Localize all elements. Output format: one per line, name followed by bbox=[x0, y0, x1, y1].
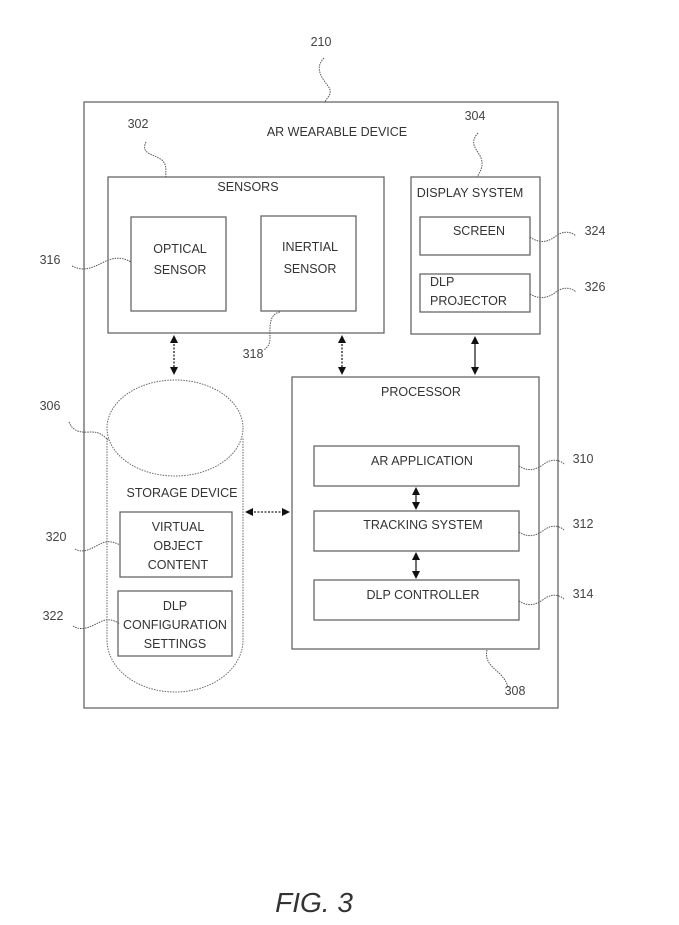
dlp-controller-ref: 314 bbox=[573, 587, 594, 601]
processor-leader bbox=[485, 649, 509, 689]
sensors-label: SENSORS bbox=[217, 180, 278, 194]
dlp-configuration-settings-box bbox=[117, 590, 233, 657]
inertial-sensor-leader bbox=[263, 311, 281, 351]
tracking-system-box bbox=[313, 510, 520, 552]
storage-device-block: STORAGE DEVICE 306 VIRTUAL OBJECT CONTEN… bbox=[40, 379, 244, 693]
dlp-controller-box bbox=[313, 579, 520, 621]
display-system-label: DISPLAY SYSTEM bbox=[417, 186, 524, 200]
storage-ref: 306 bbox=[40, 399, 61, 413]
ar-application-label: AR APPLICATION bbox=[371, 454, 473, 468]
screen-ref: 324 bbox=[585, 224, 606, 238]
device-label: AR WEARABLE DEVICE bbox=[267, 125, 407, 139]
tracking-system-ref: 312 bbox=[573, 517, 594, 531]
storage-label: STORAGE DEVICE bbox=[127, 486, 238, 500]
figure-caption: FIG. 3 bbox=[275, 887, 353, 918]
sensors-block: SENSORS 302 OPTICAL SENSOR 316 INERTIAL … bbox=[40, 117, 385, 361]
virtual-content-line3: CONTENT bbox=[148, 558, 209, 572]
device-ref: 210 bbox=[311, 35, 332, 49]
display-system-block: DISPLAY SYSTEM 304 SCREEN 324 DLP PROJEC… bbox=[410, 109, 606, 335]
storage-leader bbox=[68, 421, 109, 441]
virtual-content-line1: VIRTUAL bbox=[152, 520, 205, 534]
optical-sensor-leader bbox=[71, 257, 132, 270]
dlp-controller-label: DLP CONTROLLER bbox=[367, 588, 480, 602]
processor-ref: 308 bbox=[505, 684, 526, 698]
sensors-frame bbox=[107, 176, 385, 334]
dlp-projector-line1: DLP bbox=[430, 275, 454, 289]
sensors-leader bbox=[144, 141, 167, 178]
virtual-content-ref: 320 bbox=[46, 530, 67, 544]
storage-cylinder-top bbox=[106, 379, 244, 477]
inertial-sensor-box bbox=[260, 215, 357, 312]
processor-label: PROCESSOR bbox=[381, 385, 461, 399]
virtual-content-line2: OBJECT bbox=[153, 539, 203, 553]
optical-sensor-line1: OPTICAL bbox=[153, 242, 207, 256]
sensors-ref: 302 bbox=[128, 117, 149, 131]
optical-sensor-line2: SENSOR bbox=[154, 263, 207, 277]
dlp-config-line1: DLP bbox=[163, 599, 187, 613]
inertial-sensor-line2: SENSOR bbox=[284, 262, 337, 276]
virtual-content-leader bbox=[74, 541, 121, 552]
virtual-object-content-box bbox=[119, 511, 233, 578]
ar-wearable-device: AR WEARABLE DEVICE 210 bbox=[83, 35, 559, 709]
optical-sensor-ref: 316 bbox=[40, 253, 61, 267]
display-system-frame bbox=[410, 176, 541, 335]
optical-sensor-box bbox=[130, 216, 227, 312]
display-system-leader bbox=[473, 132, 483, 178]
dlp-controller-leader bbox=[518, 594, 565, 606]
tracking-system-leader bbox=[518, 525, 565, 537]
processor-frame bbox=[291, 376, 540, 650]
inertial-sensor-line1: INERTIAL bbox=[282, 240, 338, 254]
dlp-config-line2: CONFIGURATION bbox=[123, 618, 227, 632]
screen-box bbox=[419, 216, 531, 256]
device-frame bbox=[83, 101, 559, 709]
inertial-sensor-ref: 318 bbox=[243, 347, 264, 361]
dlp-projector-leader bbox=[529, 287, 577, 299]
dlp-projector-line2: PROJECTOR bbox=[430, 294, 507, 308]
dlp-projector-box bbox=[419, 273, 531, 313]
dlp-config-line3: SETTINGS bbox=[144, 637, 207, 651]
dlp-config-ref: 322 bbox=[43, 609, 64, 623]
device-leader bbox=[318, 57, 331, 103]
tracking-system-label: TRACKING SYSTEM bbox=[363, 518, 482, 532]
dlp-config-leader bbox=[72, 619, 121, 629]
ar-application-ref: 310 bbox=[573, 452, 594, 466]
screen-leader bbox=[529, 231, 577, 242]
storage-cylinder-body bbox=[106, 438, 244, 693]
screen-label: SCREEN bbox=[453, 224, 505, 238]
ar-application-leader bbox=[518, 459, 565, 471]
display-system-ref: 304 bbox=[465, 109, 486, 123]
dlp-projector-ref: 326 bbox=[585, 280, 606, 294]
processor-block: PROCESSOR 308 AR APPLICATION 310 TRACKIN… bbox=[291, 376, 594, 698]
